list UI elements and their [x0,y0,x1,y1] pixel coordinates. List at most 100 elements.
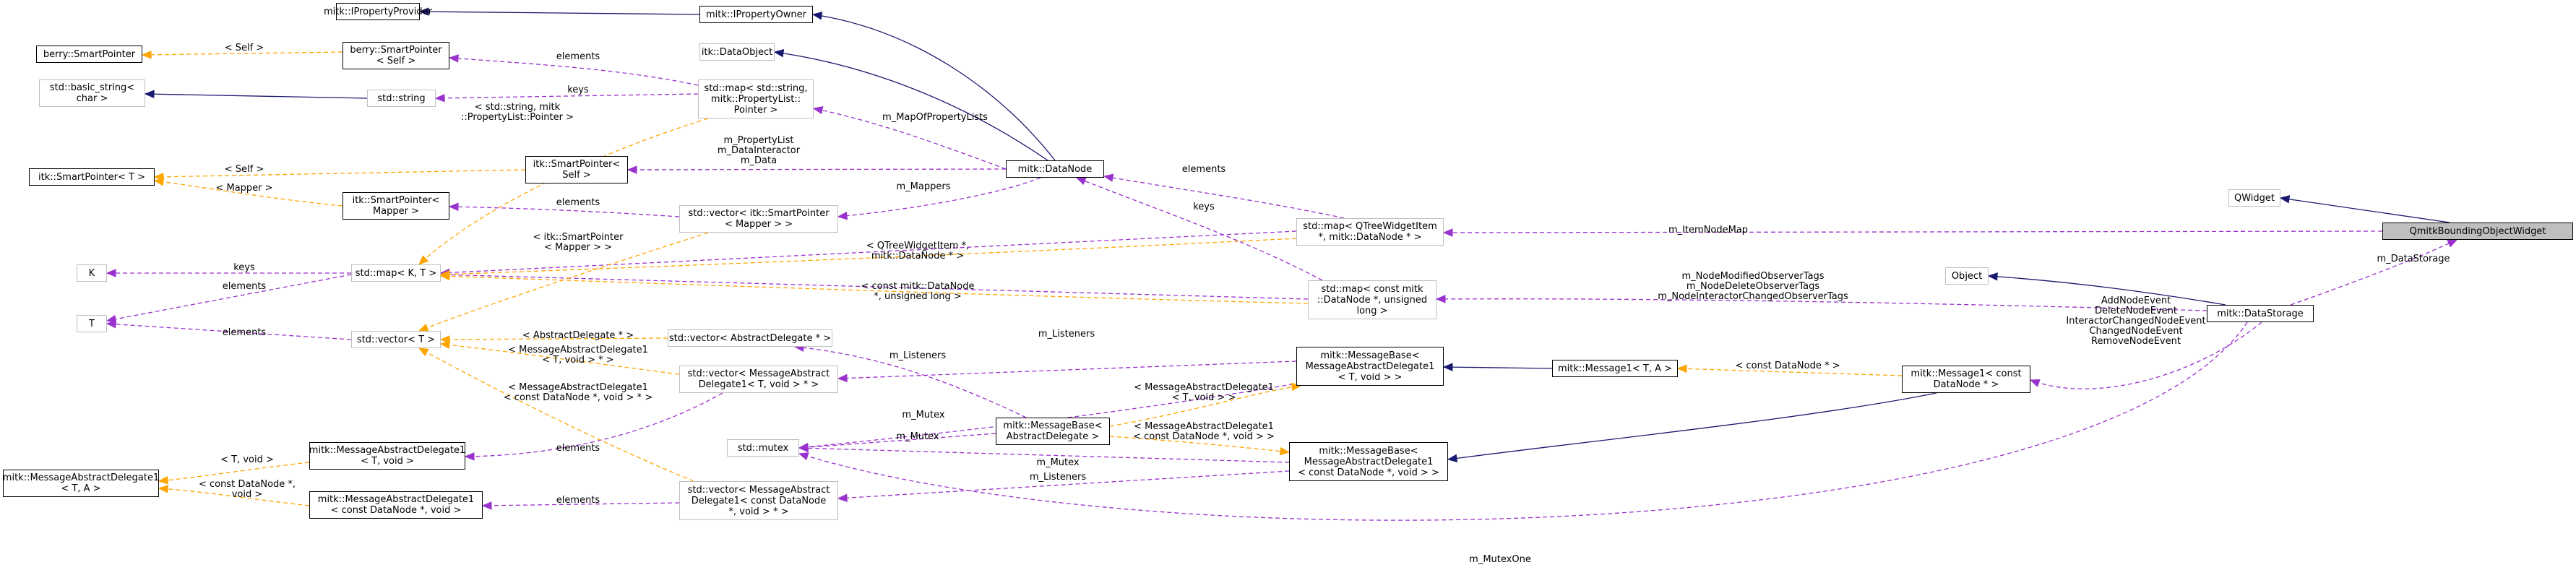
edge-label-elements-berry: elements [556,52,600,62]
edge-label-line: < T, void > > [1171,392,1236,403]
edge-label-line: < itk::SmartPointer [533,232,624,243]
edge-label-line: m_Mutex [1036,457,1080,468]
edge-mbaseconst-stdmutex [798,447,1290,463]
class-node-message1TA[interactable]: mitk::Message1< T, A > [1552,360,1678,377]
edge-label-itemnodemap: m_ItemNodeMap [1668,225,1748,236]
class-node-datastorage[interactable]: mitk::DataStorage [2207,305,2314,322]
edge-label-line: elements [556,51,600,62]
edge-vecmadconst-mad1const [482,502,680,506]
class-node-mbaseconst[interactable]: mitk::MessageBase<MessageAbstractDelegat… [1289,442,1448,481]
class-node-label: mitk::Message1< T, A > [1557,363,1673,374]
edge-mad1Tvoid-mad1TA-arrowhead [158,476,169,485]
class-node-itkspmapper[interactable]: itk::SmartPointer<Mapper > [343,192,449,220]
class-node-label: itk::SmartPointer< [533,159,621,170]
class-node-stdstring[interactable]: std::string [367,90,436,107]
class-node-mbaseabs[interactable]: mitk::MessageBase<AbstractDelegate > [996,418,1110,445]
class-node-mapconst[interactable]: std::map< const mitk::DataNode *, unsign… [1308,280,1436,319]
edge-mapstrprop-mapKT [418,118,709,265]
edge-mbase1-vecmad1-arrowhead [837,373,848,383]
edge-datastorage-stdmutex [798,321,2248,521]
class-node-vecT[interactable]: std::vector< T > [351,331,441,348]
edge-label-mad1-const: < MessageAbstractDelegate1< const DataNo… [504,383,652,403]
class-node-iprovider[interactable]: mitk::IPropertyProvider [324,3,432,20]
edge-label-line: m_Listeners [1038,329,1095,340]
edge-mad1const-mad1TA-arrowhead [158,485,168,493]
edge-datastorage-object [1988,275,2226,306]
class-node-label: DataNode * > [1933,379,1999,390]
class-node-label: std::basic_string< [49,82,135,93]
class-node-stdmutex[interactable]: std::mutex [727,439,799,457]
class-node-label: Mapper > [372,206,420,217]
class-node-label: std::vector< T > [356,334,436,345]
class-node-label: Self > [562,170,591,181]
class-node-label: long > [1356,305,1388,316]
class-node-label: mitk::MessageBase< [1320,350,1420,361]
edge-label-line: keys [233,262,255,273]
class-node-object[interactable]: Object [1945,267,1989,285]
edge-label-line: m_MapOfPropertyLists [882,112,988,123]
class-node-mapstrprop[interactable]: std::map< std::string,mitk::PropertyList… [698,79,814,118]
edge-label-line: m_Listeners [889,350,947,361]
class-node-label: std::string [377,92,426,104]
edge-message1const-message1TA-arrowhead [1676,364,1687,373]
class-node-mad1TA[interactable]: mitk::MessageAbstractDelegate1< T, A > [3,470,159,497]
edge-label-elements-mad1const: elements [556,496,600,506]
edge-label-mappers: m_Mappers [897,182,951,192]
edge-mapqtree-datanode [1103,176,1345,219]
edge-label-abstractdelegate: < AbstractDelegate * > [522,331,634,341]
edge-label-line: < Self > [224,164,264,175]
edge-label-line: elements [1181,164,1226,175]
class-node-itkspself[interactable]: itk::SmartPointer<Self > [525,156,628,183]
edge-label-line: m_PropertyList [723,135,794,146]
edge-mbaseabs-mbaseconst [1109,436,1290,453]
class-node-label: std::mutex [737,442,789,454]
edge-vecmadconst-vecT [418,347,694,482]
edge-mbaseconst-stdmutex-arrowhead [798,444,809,453]
edge-message1const-mbaseconst-arrowhead [1447,454,1458,463]
class-node-label: QWidget [2233,192,2275,204]
edge-label-const-datanode-void: < const DataNode *,void > [199,480,296,500]
class-node-basicstring[interactable]: std::basic_string<char > [39,79,145,107]
class-node-K[interactable]: K [77,264,107,282]
class-node-label: itk::SmartPointer< [352,195,440,206]
class-node-focus[interactable]: QmitkBoundingObjectWidget [2382,223,2573,240]
class-node-itkspT[interactable]: itk::SmartPointer< T > [29,168,155,186]
edge-mbaseabs-vecabs [794,346,1027,418]
edge-label-line: m_Mutex [896,431,939,442]
edge-datanode-iowner [812,14,1056,161]
class-node-itkdataobj[interactable]: itk::DataObject [699,43,775,61]
edge-message1const-mbaseconst [1447,392,1937,460]
class-node-datanode[interactable]: mitk::DataNode [1006,160,1104,178]
edge-mad1const-mad1TA [158,488,310,506]
edge-label-line: m_DataStorage [2377,254,2450,264]
edge-vecmad1-vecT [440,343,680,375]
class-node-label: < Self > [376,56,416,66]
class-node-mad1const[interactable]: mitk::MessageAbstractDelegate1< const Da… [309,491,483,519]
class-node-T[interactable]: T [77,315,107,332]
class-node-label: AbstractDelegate > [1006,431,1100,442]
class-node-vecabs[interactable]: std::vector< AbstractDelegate * > [668,329,832,347]
class-node-mbase1[interactable]: mitk::MessageBase<MessageAbstractDelegat… [1296,347,1444,386]
class-node-qwidget[interactable]: QWidget [2228,189,2280,207]
edge-label-mad1-const-b: < MessageAbstractDelegate1< const DataNo… [1133,422,1275,442]
edge-label-line: m_DataInteractor [717,145,801,156]
edge-label-line: < const DataNode *, [198,479,296,490]
class-node-iowner[interactable]: mitk::IPropertyOwner [699,6,813,23]
class-node-mad1Tvoid[interactable]: mitk::MessageAbstractDelegate1< T, void … [309,442,465,470]
edge-label-line: m_Mutex [902,410,945,420]
edge-itkspself-itkspT [154,169,526,178]
class-node-berryspself[interactable]: berry::SmartPointer< Self > [343,42,449,69]
class-node-berrysp[interactable]: berry::SmartPointer [36,46,142,63]
class-node-vecmapper[interactable]: std::vector< itk::SmartPointer< Mapper >… [679,205,838,233]
edge-mad1Tvoid-mad1TA [158,462,310,482]
edge-label-line: < T, void > [220,454,274,465]
edge-label-const-datanode-long: < const mitk::DataNode*, unsigned long > [861,282,975,302]
class-node-label: berry::SmartPointer [350,45,442,56]
class-node-mapKT[interactable]: std::map< K, T > [351,264,441,282]
edge-label-const-datanode-ptr: < const DataNode * > [1736,361,1840,371]
class-node-label: mitk::MessageAbstractDelegate1 [309,445,466,456]
class-node-mapqtree[interactable]: std::map< QTreeWidgetItem*, mitk::DataNo… [1296,218,1444,246]
